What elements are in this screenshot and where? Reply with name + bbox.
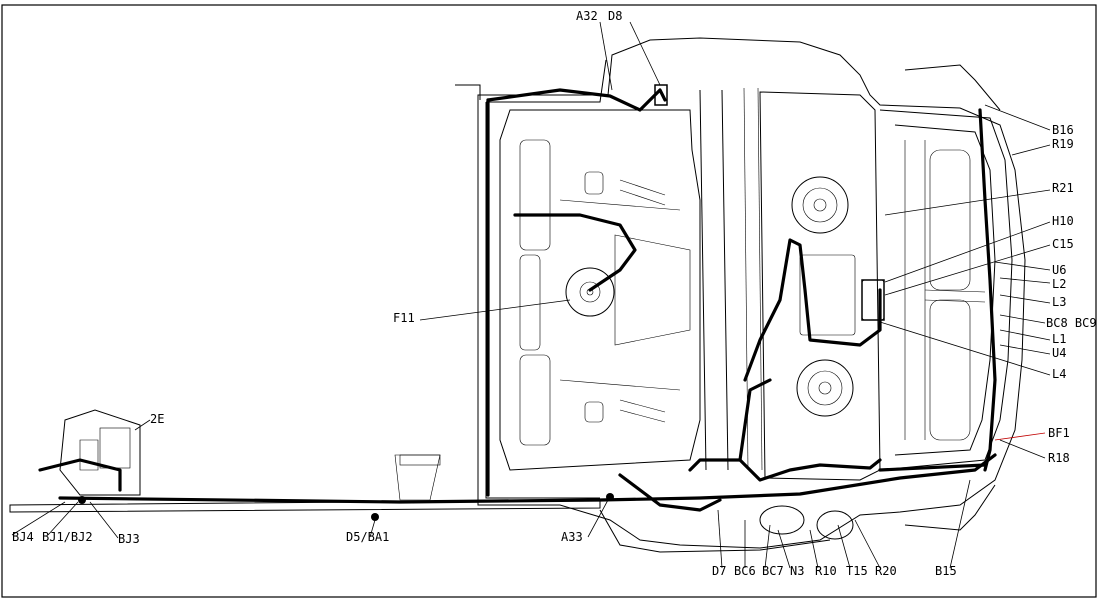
label-r18: R18 xyxy=(1048,451,1070,465)
label-r10: R10 xyxy=(815,564,837,578)
label-u6: U6 xyxy=(1052,263,1066,277)
leader-lines xyxy=(11,21,1051,569)
label-b15: B15 xyxy=(935,564,957,578)
label-d8: D8 xyxy=(608,9,622,23)
side-sill-rail xyxy=(9,409,601,513)
connector-bj1 xyxy=(78,496,86,504)
label-bj4: BJ4 xyxy=(12,530,34,544)
label-bc7: BC7 xyxy=(762,564,784,578)
vehicle-floor-pan xyxy=(455,37,1026,553)
label-2e: 2E xyxy=(150,412,164,426)
label-h10: H10 xyxy=(1052,214,1074,228)
label-l2: L2 xyxy=(1052,277,1066,291)
label-a33: A33 xyxy=(561,530,583,544)
label-c15: C15 xyxy=(1052,237,1074,251)
label-t15: T15 xyxy=(846,564,868,578)
label-r19: R19 xyxy=(1052,137,1074,151)
label-l3: L3 xyxy=(1052,295,1066,309)
label-bc6: BC6 xyxy=(734,564,756,578)
wire-harness xyxy=(38,84,997,521)
label-l1: L1 xyxy=(1052,332,1066,346)
drawing-frame xyxy=(1,4,1097,598)
label-bf1: BF1 xyxy=(1048,426,1070,440)
label-u4: U4 xyxy=(1052,346,1066,360)
callout-labels: A32 D8 B16 R19 R21 H10 C15 U6 L2 L3 BC8 … xyxy=(12,9,1097,578)
label-bj3: BJ3 xyxy=(118,532,140,546)
label-d7: D7 xyxy=(712,564,726,578)
connector-a33 xyxy=(606,493,614,501)
label-f11: F11 xyxy=(393,311,415,325)
label-r20: R20 xyxy=(875,564,897,578)
label-n3: N3 xyxy=(790,564,804,578)
label-b16: B16 xyxy=(1052,123,1074,137)
label-d5-ba1: D5/BA1 xyxy=(346,530,389,544)
label-l4: L4 xyxy=(1052,367,1066,381)
connector-h10 xyxy=(861,279,885,321)
connector-d5-ba1 xyxy=(371,513,379,521)
label-r21: R21 xyxy=(1052,181,1074,195)
label-a32: A32 xyxy=(576,9,598,23)
label-bj1-bj2: BJ1/BJ2 xyxy=(42,530,93,544)
label-bc8-bc9: BC8 BC9 xyxy=(1046,316,1097,330)
connector-d8 xyxy=(654,84,668,106)
